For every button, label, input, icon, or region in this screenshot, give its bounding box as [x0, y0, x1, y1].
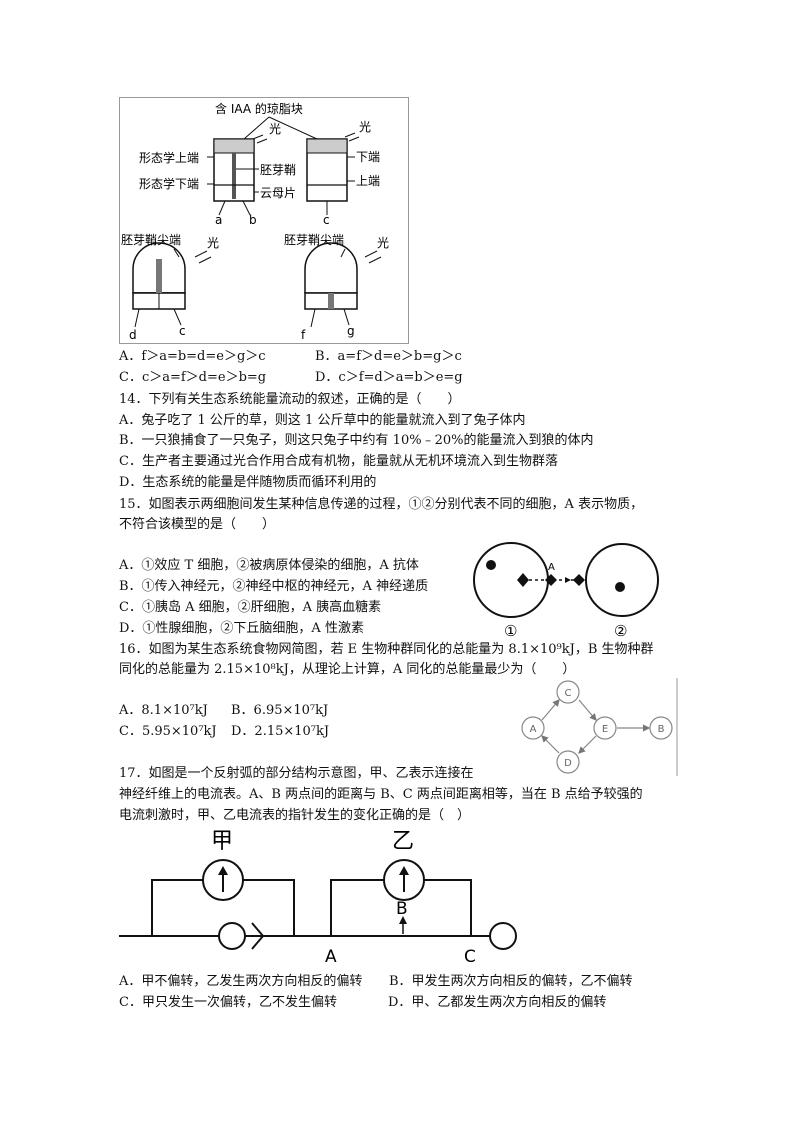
label-d: d [129, 328, 137, 342]
coleoptile-label: 胚芽鞘 [260, 163, 296, 177]
label-g: g [347, 324, 355, 338]
label-c2: c [179, 324, 186, 338]
cell-signal-figure: A ① ② [473, 542, 659, 640]
label-b: b [249, 213, 257, 227]
q17-option-a: A．甲不偏转，乙发生两次方向相反的偏转 [119, 974, 363, 989]
substance-a-label: A [548, 562, 555, 573]
light-label: 光 [269, 122, 281, 136]
q15-option-d: D．①性腺细胞，②下丘脑细胞，A 性激素 [119, 621, 364, 636]
point-a-label: A [325, 947, 337, 966]
q15-stem-line2: 不符合该模型的是（ ） [119, 517, 276, 532]
upper-end-label: 上端 [356, 174, 380, 188]
q17-option-d: D．甲、乙都发生两次方向相反的偏转 [388, 995, 607, 1010]
auxin-figure: 含 IAA 的琼脂块 光 光 形态学上端 形态学下端 胚芽鞘 云母片 下端 上端… [119, 97, 409, 344]
label-f: f [301, 328, 306, 342]
tip-left-label: 胚芽鞘尖端 [121, 233, 181, 247]
q15-option-b: B．①传入神经元，②神经中枢的神经元，A 神经递质 [119, 579, 429, 594]
node-b: B [658, 724, 665, 735]
q17-stem-line1: 17．如图是一个反射弧的部分结构示意图，甲、乙表示连接在 [119, 766, 474, 781]
iaa-block-label: 含 IAA 的琼脂块 [215, 101, 303, 116]
lower-end-label: 下端 [356, 150, 380, 164]
food-web-figure: C A E D B [521, 678, 678, 776]
q14-option-b: B．一只狼捕食了一只兔子，则这只兔子中约有 10%﹣20%的能量流入到狼的体内 [119, 433, 594, 448]
q15-stem-line1: 15．如图表示两细胞间发生某种信息传递的过程，①②分别代表不同的细胞，A 表示物… [119, 497, 644, 512]
point-b-label: B [396, 899, 408, 919]
light-label: 光 [207, 236, 219, 250]
light-label: 光 [377, 236, 389, 250]
q14-option-d: D．生态系统的能量是伴随物质而循环利用的 [119, 475, 377, 490]
label-c: c [323, 213, 330, 227]
morph-bottom-label: 形态学下端 [139, 176, 199, 191]
light-label: 光 [359, 120, 371, 134]
q17-option-b: B．甲发生两次方向相反的偏转，乙不偏转 [389, 974, 633, 989]
label-a: a [215, 213, 222, 227]
reflex-arc-figure: 甲 乙 A B C [119, 829, 517, 966]
meter-jia-label: 甲 [211, 829, 233, 854]
node-c: C [565, 688, 572, 699]
q17-stem-line2: 神经纤维上的电流表。A、B 两点间的距离与 B、C 两点间距离相等，当在 B 点… [119, 787, 643, 802]
node-a: A [530, 724, 537, 735]
mica-label: 云母片 [260, 186, 296, 200]
point-c-label: C [464, 947, 476, 966]
q14-option-c: C．生产者主要通过光合作用合成有机物，能量就从无机环境流入到生物群落 [119, 454, 558, 469]
q16-option-a: A．8.1×10⁷kJ [119, 703, 208, 718]
q16-option-b: B．6.95×10⁷kJ [231, 703, 329, 718]
q16-option-d: D．2.15×10⁷kJ [231, 724, 330, 739]
q16-option-c: C．5.95×10⁷kJ [119, 724, 217, 739]
q15-option-a: A．①效应 T 细胞，②被病原体侵染的细胞，A 抗体 [119, 558, 419, 573]
node-d: D [564, 758, 572, 769]
cell-2-label: ② [614, 622, 627, 640]
meter-yi-label: 乙 [392, 829, 414, 854]
q13-option-a: A．f＞a=b=d=e＞g＞c [119, 349, 266, 364]
tip-right-label: 胚芽鞘尖端 [284, 233, 344, 247]
q14-option-a: A．兔子吃了 1 公斤的草，则这 1 公斤草中的能量就流入到了兔子体内 [119, 413, 526, 428]
q17-option-c: C．甲只发生一次偏转，乙不发生偏转 [119, 995, 337, 1010]
q16-stem-line1: 16．如图为某生态系统食物网简图，若 E 生物种群同化的总能量为 8.1×10⁹… [119, 642, 654, 657]
q14-stem: 14．下列有关生态系统能量流动的叙述，正确的是（ ） [119, 392, 461, 407]
q17-stem-line3: 电流刺激时，甲、乙电流表的指针发生的变化正确的是（ ） [119, 808, 471, 823]
q15-option-c: C．①胰岛 A 细胞，②肝细胞，A 胰高血糖素 [119, 600, 382, 615]
q13-option-b: B．a=f＞d=e＞b=g＞c [315, 349, 462, 364]
morph-top-label: 形态学上端 [139, 150, 199, 165]
node-e: E [602, 724, 608, 735]
cell-1-label: ① [504, 622, 517, 640]
q13-option-c: C．c＞a=f＞d=e＞b=g [119, 370, 267, 385]
q16-stem-line2: 同化的总能量为 2.15×10⁸kJ，从理论上计算，A 同化的总能量最少为（ ） [119, 662, 576, 677]
q13-option-d: D．c＞f=d＞a=b＞e=g [315, 370, 463, 385]
